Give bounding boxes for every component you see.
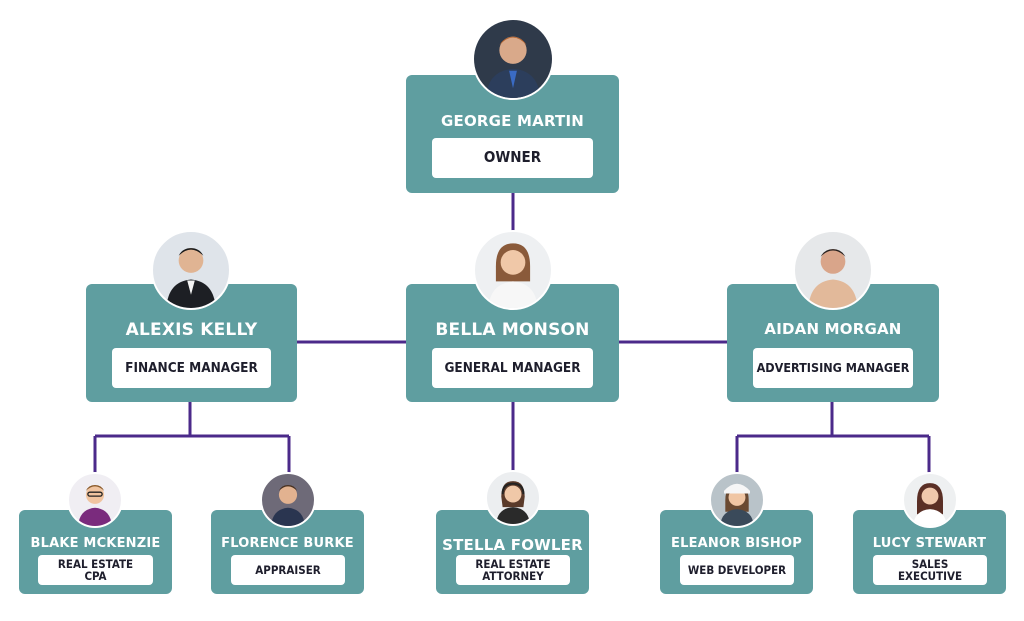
person-avatar-icon — [260, 472, 316, 528]
person-avatar-icon — [709, 472, 765, 528]
node-eleanor-bishop: ELEANOR BISHOP WEB DEVELOPER — [660, 510, 813, 594]
node-role-line: REAL ESTATE — [57, 556, 134, 571]
person-avatar-icon — [472, 18, 554, 100]
node-name: ALEXIS KELLY — [125, 320, 258, 340]
node-name: BELLA MONSON — [435, 320, 590, 340]
node-role: REAL ESTATE ATTORNEY — [456, 555, 570, 585]
node-name: AIDAN MORGAN — [764, 320, 902, 338]
node-role: SALES EXECUTIVE — [873, 555, 987, 585]
node-role: ADVERTISING MANAGER — [753, 348, 913, 388]
node-role: WEB DEVELOPER — [680, 555, 794, 585]
node-role: FINANCE MANAGER — [112, 348, 271, 388]
node-stella-fowler: STELLA FOWLER REAL ESTATE ATTORNEY — [436, 510, 589, 594]
node-name: BLAKE MCKENZIE — [30, 536, 161, 551]
node-role: REAL ESTATE CPA — [38, 555, 153, 585]
node-name: LUCY STEWART — [872, 536, 987, 551]
node-role: APPRAISER — [231, 555, 345, 585]
node-name: STELLA FOWLER — [442, 536, 583, 554]
node-lucy-stewart: LUCY STEWART SALES EXECUTIVE — [853, 510, 1006, 594]
node-role-line: EXECUTIVE — [897, 569, 963, 583]
node-florence-burke: FLORENCE BURKE APPRAISER — [211, 510, 364, 594]
node-role-line: CPA — [84, 569, 107, 583]
node-name: ELEANOR BISHOP — [671, 536, 802, 551]
node-role-line: REAL ESTATE — [475, 556, 551, 571]
person-avatar-icon — [793, 230, 873, 310]
person-avatar-icon — [485, 470, 541, 526]
node-role-line: ATTORNEY — [482, 569, 544, 583]
node-name: FLORENCE BURKE — [221, 536, 354, 551]
person-avatar-icon — [902, 472, 958, 528]
node-bella-monson: BELLA MONSON GENERAL MANAGER — [406, 284, 619, 402]
person-avatar-icon — [151, 230, 231, 310]
node-role: OWNER — [432, 138, 593, 178]
person-avatar-icon — [473, 230, 553, 310]
node-role-line: SALES — [911, 556, 949, 571]
node-role: GENERAL MANAGER — [432, 348, 593, 388]
node-name: GEORGE MARTIN — [440, 112, 585, 130]
person-avatar-icon — [67, 472, 123, 528]
